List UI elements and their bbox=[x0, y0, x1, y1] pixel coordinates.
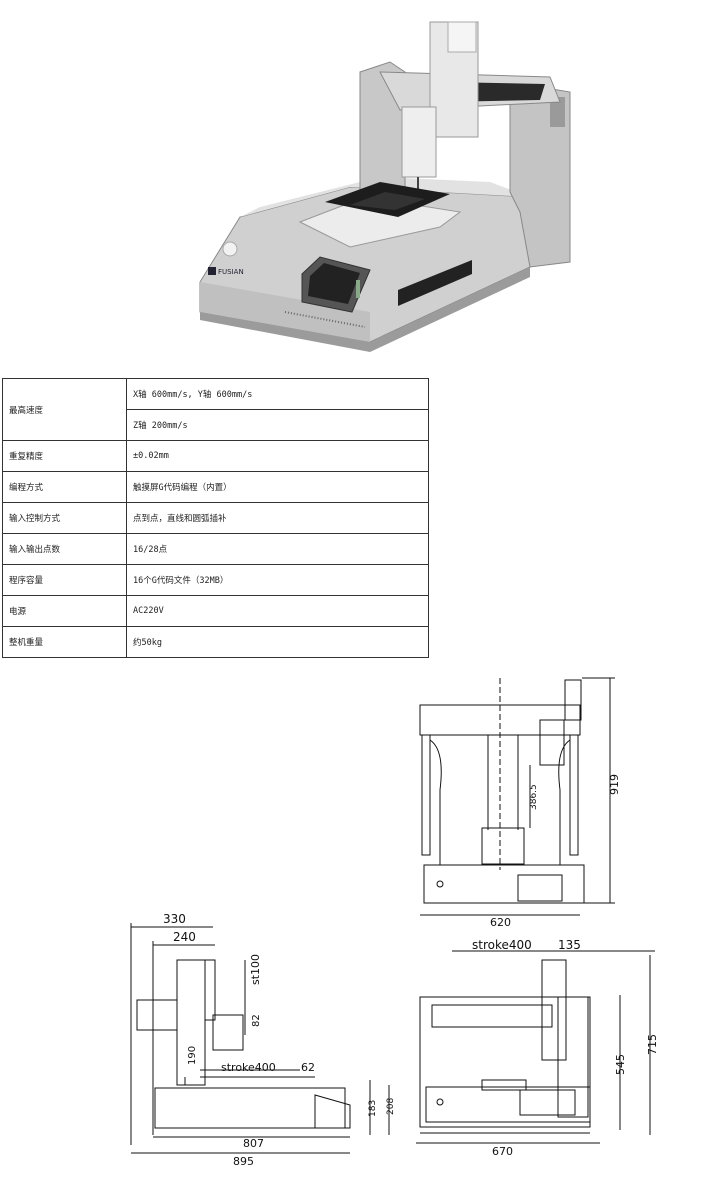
top-view-drawing: stroke400 135 545 715 670 bbox=[416, 938, 659, 1158]
dim-620: 620 bbox=[490, 916, 511, 929]
spec-value: ±0.02mm bbox=[126, 440, 429, 472]
spec-label: 编程方式 bbox=[2, 471, 127, 503]
front-view-drawing: 919 620 386.5 bbox=[419, 677, 621, 929]
dim-330: 330 bbox=[163, 912, 186, 926]
brand-logo-text: FUSIAN bbox=[218, 268, 244, 276]
dim-208: 208 bbox=[386, 1098, 396, 1115]
dim-919: 919 bbox=[608, 774, 621, 795]
spec-value: 点到点，直线和圆弧插补 bbox=[126, 502, 429, 534]
dim-st100: st100 bbox=[249, 954, 262, 985]
spec-value: 约50kg bbox=[126, 626, 429, 658]
dim-715: 715 bbox=[646, 1034, 659, 1055]
spec-value: X轴 600mm/s, Y轴 600mm/s bbox=[126, 378, 429, 410]
brand-logo: FUSIAN bbox=[208, 267, 244, 276]
dim-183: 183 bbox=[368, 1100, 378, 1117]
table-row: 最高速度 X轴 600mm/s, Y轴 600mm/s bbox=[2, 378, 429, 441]
dim-190: 190 bbox=[187, 1046, 198, 1065]
dim-top-stroke400: stroke400 bbox=[472, 938, 532, 952]
spec-value: 触摸屏G代码编程（内置） bbox=[126, 471, 429, 503]
table-row: 程序容量 16个G代码文件（32MB） bbox=[2, 564, 429, 596]
machine-photo: FUSIAN bbox=[199, 21, 571, 352]
table-row: 输入控制方式 点到点，直线和圆弧插补 bbox=[2, 502, 429, 534]
spec-label: 输入控制方式 bbox=[2, 502, 127, 534]
spec-value: AC220V bbox=[126, 595, 429, 627]
spec-table: 最高速度 X轴 600mm/s, Y轴 600mm/s Z轴 200mm/s 重… bbox=[2, 378, 429, 658]
table-row: 重复精度 ±0.02mm bbox=[2, 440, 429, 472]
side-view-drawing: 330 240 st100 82 190 stroke400 62 183 20… bbox=[130, 912, 396, 1168]
table-row: 整机重量 约50kg bbox=[2, 626, 429, 658]
spec-label: 重复精度 bbox=[2, 440, 127, 472]
table-row: 输入输出点数 16/28点 bbox=[2, 533, 429, 565]
dim-62: 62 bbox=[301, 1061, 315, 1074]
table-row: 电源 AC220V bbox=[2, 595, 429, 627]
table-row: 编程方式 触摸屏G代码编程（内置） bbox=[2, 471, 429, 503]
dim-386: 386.5 bbox=[529, 784, 539, 810]
dim-807: 807 bbox=[243, 1137, 264, 1150]
dim-895: 895 bbox=[233, 1155, 254, 1168]
spec-value: Z轴 200mm/s bbox=[126, 409, 429, 441]
dim-670: 670 bbox=[492, 1145, 513, 1158]
dim-82: 82 bbox=[251, 1014, 262, 1027]
spec-value: 16/28点 bbox=[126, 533, 429, 565]
spec-label: 电源 bbox=[2, 595, 127, 627]
spec-label: 整机重量 bbox=[2, 626, 127, 658]
dim-135: 135 bbox=[558, 938, 581, 952]
spec-label: 输入输出点数 bbox=[2, 533, 127, 565]
spec-label: 最高速度 bbox=[2, 378, 127, 441]
dim-stroke400: stroke400 bbox=[221, 1061, 276, 1074]
dim-545: 545 bbox=[614, 1054, 627, 1075]
spec-label: 程序容量 bbox=[2, 564, 127, 596]
dim-240: 240 bbox=[173, 930, 196, 944]
spec-value: 16个G代码文件（32MB） bbox=[126, 564, 429, 596]
